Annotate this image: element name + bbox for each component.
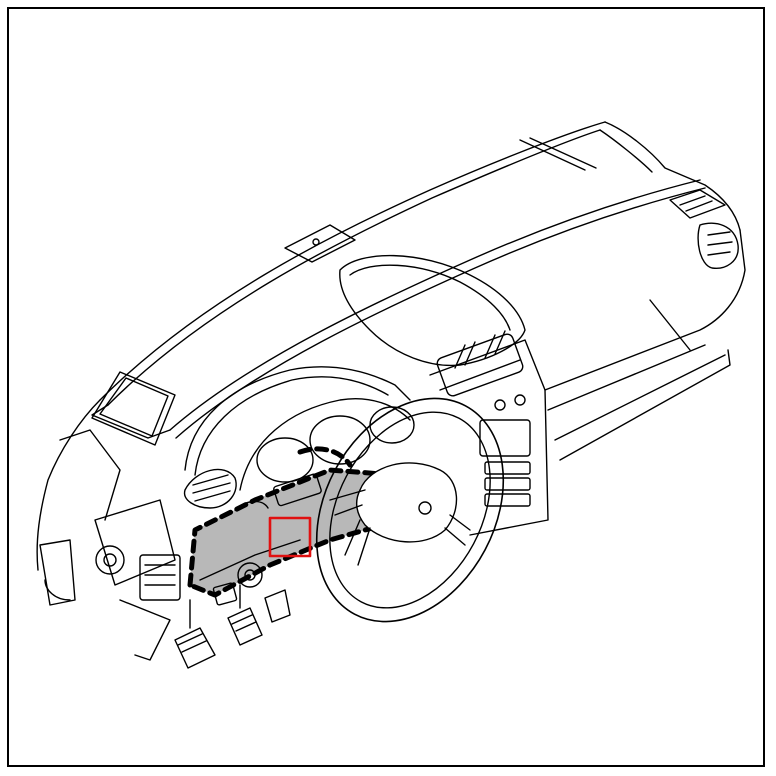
- zone-dashed-inner-curve: [297, 446, 353, 468]
- figure-frame: [7, 7, 765, 767]
- left-vent-and-lower-structure: [39, 429, 237, 661]
- steering-wheel: [315, 397, 505, 623]
- highlight-box: [268, 516, 312, 558]
- dashboard-left-side: [36, 371, 176, 571]
- dashboard-top-surface: [99, 121, 741, 439]
- passenger-side-dash: [544, 189, 746, 461]
- pedals: [174, 584, 291, 669]
